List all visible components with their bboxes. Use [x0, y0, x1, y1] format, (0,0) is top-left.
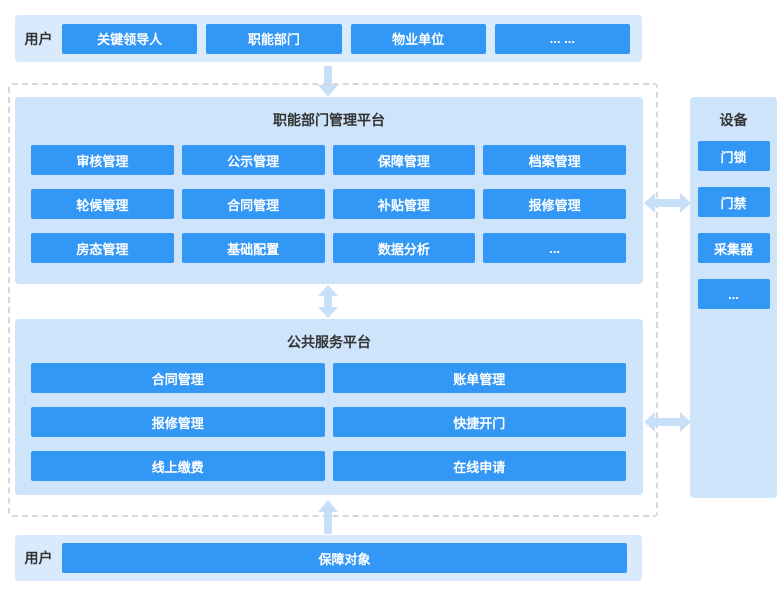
node-key-leaders: 关键领导人 [62, 23, 198, 54]
node-basic-config: 基础配置 [181, 233, 325, 263]
node-access-control: 门禁 [697, 187, 770, 217]
top-user-buttons: 关键领导人 职能部门 物业单位 ... ... [62, 23, 630, 54]
bottom-user-bar: 用户 保障对象 [15, 535, 642, 581]
node-quick-open-door: 快捷开门 [332, 407, 626, 437]
node-support-mgmt: 保障管理 [332, 145, 476, 175]
node-archive-mgmt: 档案管理 [483, 145, 626, 175]
node-more-users: ... ... [494, 23, 630, 54]
node-subsidy-mgmt: 补贴管理 [332, 189, 476, 219]
device-list: 门锁 门禁 采集器 ... [690, 141, 777, 309]
node-support-target: 保障对象 [62, 543, 627, 573]
node-roomstate-mgmt: 房态管理 [31, 233, 174, 263]
node-publicity-mgmt: 公示管理 [181, 145, 325, 175]
node-more-devices: ... [697, 279, 770, 309]
top-user-bar: 用户 关键领导人 职能部门 物业单位 ... ... [15, 15, 642, 62]
arrow-management-service-sync [318, 285, 338, 318]
device-panel: 设备 门锁 门禁 采集器 ... [690, 97, 777, 498]
device-panel-title: 设备 [719, 112, 748, 128]
platforms-dashed-container [8, 83, 658, 517]
node-audit-mgmt: 审核管理 [31, 145, 174, 175]
bottom-user-label: 用户 [24, 550, 53, 566]
management-platform-panel: 职能部门管理平台 审核管理 公示管理 保障管理 档案管理 轮候管理 合同管理 补… [15, 97, 643, 284]
node-contract-mgmt-public: 合同管理 [31, 363, 325, 393]
node-waitlist-mgmt: 轮候管理 [31, 189, 174, 219]
management-platform-grid: 审核管理 公示管理 保障管理 档案管理 轮候管理 合同管理 补贴管理 报修管理 … [31, 145, 626, 263]
service-platform-title: 公共服务平台 [287, 334, 371, 350]
arrow-users-to-management [318, 66, 338, 97]
node-collector: 采集器 [697, 233, 770, 263]
service-platform-grid: 合同管理 账单管理 报修管理 快捷开门 线上缴费 在线申请 [31, 363, 626, 481]
arrow-target-to-service [318, 500, 338, 534]
node-contract-mgmt: 合同管理 [181, 189, 325, 219]
node-repair-mgmt-public: 报修管理 [31, 407, 325, 437]
arrow-service-device-sync [644, 412, 691, 432]
node-online-payment: 线上缴费 [31, 451, 325, 481]
node-functional-departments: 职能部门 [206, 23, 342, 54]
node-bill-mgmt: 账单管理 [332, 363, 626, 393]
top-user-label: 用户 [24, 30, 53, 47]
node-door-lock: 门锁 [697, 141, 770, 171]
node-online-application: 在线申请 [332, 451, 626, 481]
node-more-mgmt: ... [483, 233, 626, 263]
node-repair-mgmt: 报修管理 [483, 189, 626, 219]
arrow-management-device-sync [644, 193, 691, 213]
management-platform-title: 职能部门管理平台 [273, 112, 385, 128]
node-data-analysis: 数据分析 [332, 233, 476, 263]
service-platform-panel: 公共服务平台 合同管理 账单管理 报修管理 快捷开门 线上缴费 在线申请 [15, 319, 643, 495]
node-property-units: 物业单位 [350, 23, 486, 54]
